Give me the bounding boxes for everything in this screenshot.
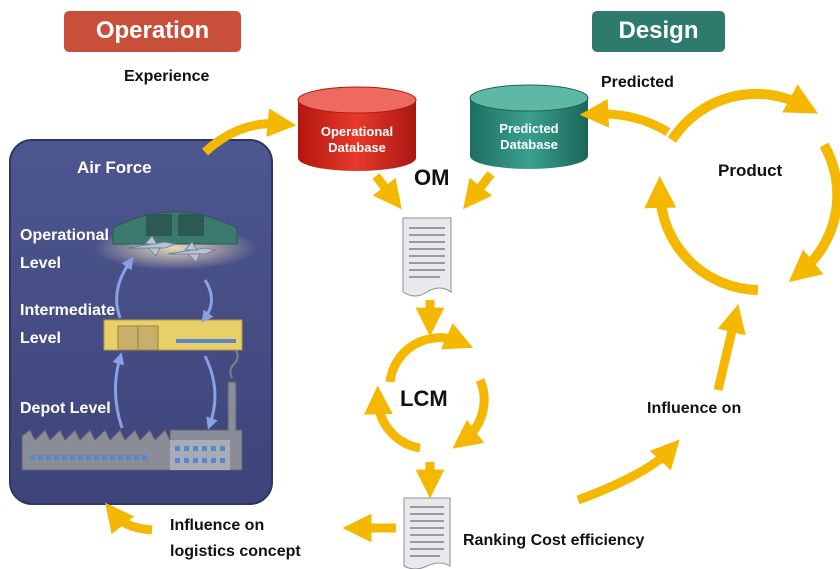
operational-db-line1: Operational: [320, 124, 394, 139]
operational-level-line2: Level: [20, 255, 61, 272]
lcm-cycle-icon: [364, 322, 489, 453]
product-cycle-icon: [644, 84, 840, 295]
operation-header-box: [64, 11, 241, 52]
hangar-door-icon: [146, 214, 172, 236]
intermediate-level-line1: Intermediate: [20, 302, 116, 319]
hangar-door-icon: [178, 214, 204, 236]
operational-db-label: Operational Database: [298, 124, 416, 156]
arrow-influence-to-product: [713, 303, 746, 392]
influence-logistics-line1: Influence on: [170, 517, 265, 534]
operation-header: Operation: [95, 17, 210, 44]
depot-level-label: Depot Level: [20, 400, 111, 417]
om-document-icon: [402, 217, 452, 297]
predicted-db-label: Predicted Database: [470, 121, 588, 153]
influence-logistics-label: Influence on logistics concept: [170, 513, 301, 565]
window-strip-icon: [176, 339, 236, 343]
arrow-product-to-predicted-db: [579, 98, 671, 136]
arrow-ranking-to-product: [576, 439, 680, 505]
intermediate-level-label: Intermediate Level: [20, 297, 115, 353]
influence-logistics-line2: logistics concept: [170, 543, 301, 560]
intermediate-level-line2: Level: [20, 330, 61, 347]
ranking-document-icon: [403, 497, 451, 569]
arrow-logistics-to-airforce: [105, 502, 153, 535]
flow-arrows: [105, 98, 746, 543]
design-header-box: [592, 11, 725, 52]
arrow-operational-db-to-om: [372, 173, 402, 210]
operational-level-label: Operational Level: [20, 222, 109, 278]
air-force-title: Air Force: [77, 158, 152, 177]
om-label: OM: [414, 165, 450, 190]
ranking-label: Ranking Cost efficiency: [463, 532, 645, 549]
level-flow-arrows: [112, 257, 218, 430]
hangar-icon: [112, 211, 238, 245]
predicted-database-icon: [469, 84, 589, 169]
arrow-airforce-to-operational-db: [201, 108, 297, 156]
experience-label: Experience: [124, 68, 210, 85]
influence-on-label: Influence on: [647, 400, 742, 417]
lcm-label: LCM: [400, 386, 448, 411]
operational-database-icon: [297, 86, 417, 171]
operational-level-line1: Operational: [20, 227, 109, 244]
operational-db-line2: Database: [328, 140, 386, 155]
factory-icon: [21, 349, 243, 471]
predicted-db-line2: Database: [500, 137, 558, 152]
design-header: Design: [618, 17, 699, 44]
predicted-db-line1: Predicted: [499, 121, 559, 136]
arrow-predicted-db-to-om: [463, 171, 495, 210]
product-label: Product: [718, 161, 783, 180]
predicted-label: Predicted: [601, 74, 674, 91]
aircraft-icon: [127, 235, 217, 263]
